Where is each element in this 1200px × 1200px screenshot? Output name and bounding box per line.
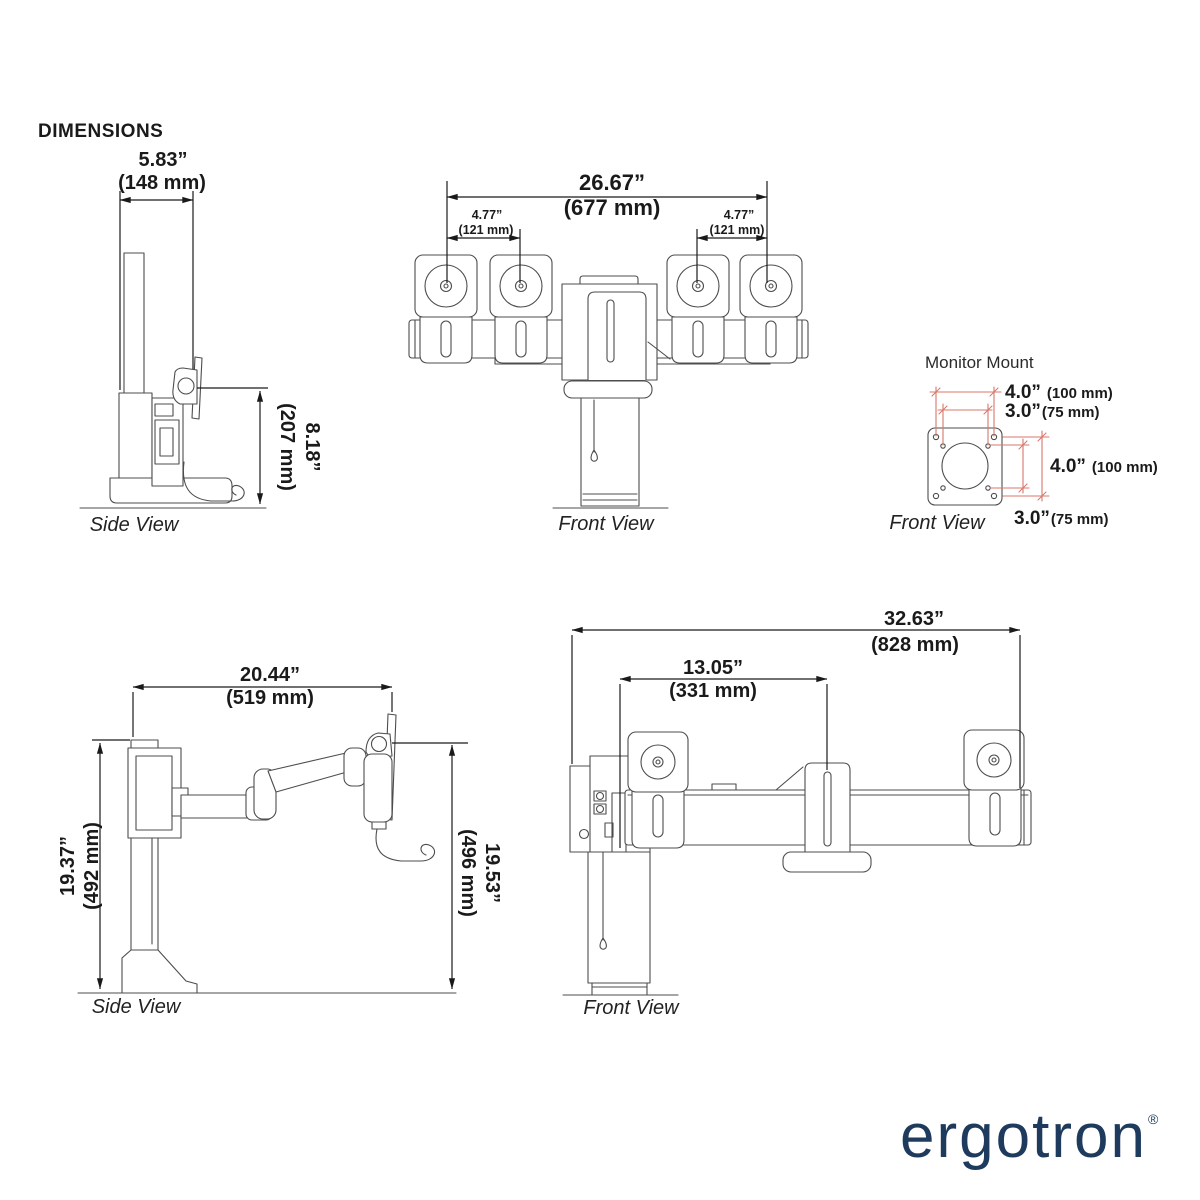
- base-column: [118, 392, 153, 479]
- top-side-view: 5.83” (148 mm) (207 mm) 8.18” Side View: [79, 149, 323, 536]
- mount-brackets: [419, 316, 798, 364]
- top-front-view-dimensions: 26.67” (677 mm) 4.77” (121 mm) 4.77” (12…: [446, 170, 768, 283]
- bottom-front-view-drawing: [562, 729, 1032, 996]
- page-title: DIMENSIONS: [38, 121, 163, 142]
- top-side-view-dimensions: 5.83” (148 mm) (207 mm) 8.18”: [118, 149, 323, 505]
- dim-left-height-in: 19.37”: [57, 836, 79, 896]
- top-front-view: 26.67” (677 mm) 4.77” (121 mm) 4.77” (12…: [408, 170, 809, 535]
- bottom-side-view: 20.44” (519 mm) 19.37” (492 mm) (496 mm)…: [57, 664, 503, 1018]
- monitor-mount-title: Monitor Mount: [925, 353, 1034, 372]
- dim-center-in: 13.05”: [683, 657, 743, 679]
- dim-depth-mm: (519 mm): [226, 687, 314, 709]
- riser-collar: [782, 851, 872, 873]
- monitor-mount-plate: [927, 427, 1003, 506]
- center-housing: [561, 275, 671, 381]
- vesa-dimension-lines: [929, 386, 1050, 502]
- pole: [123, 252, 145, 394]
- dim-right-offset-in: 4.77”: [724, 208, 755, 222]
- bottom-side-view-drawing: [77, 713, 457, 994]
- vesa-plates: [627, 729, 1025, 793]
- dim-width-in: 5.83”: [139, 149, 188, 171]
- top-front-view-drawing: [408, 254, 809, 509]
- pull-pin: [599, 937, 607, 950]
- dim-depth-in: 20.44”: [240, 664, 300, 686]
- lower-arm: [180, 794, 251, 819]
- cable-hook: [182, 461, 245, 502]
- dim-overall-in: 26.67”: [579, 170, 645, 195]
- mount-head: [363, 753, 393, 823]
- bottom-side-view-dimensions: 20.44” (519 mm) 19.37” (492 mm) (496 mm)…: [57, 664, 503, 990]
- monitor-mount-detail: Monitor Mount 4: [889, 353, 1157, 534]
- column: [587, 851, 651, 984]
- dim-overall-mm: (677 mm): [564, 195, 661, 220]
- cable-hook: [375, 828, 436, 862]
- mount-brackets: [631, 787, 1022, 849]
- brand-logo: ergotron ®: [900, 1102, 1159, 1171]
- bottom-front-view-dimensions: 32.63” (828 mm) 13.05” (331 mm): [571, 608, 1021, 848]
- top-side-view-label: Side View: [90, 514, 180, 536]
- dim-left-offset-in: 4.77”: [472, 208, 503, 222]
- wrist-joint: [343, 747, 367, 787]
- pivot: [370, 735, 388, 753]
- column-foot: [591, 982, 648, 996]
- base-foot: [121, 949, 198, 994]
- bottom-side-view-label: Side View: [92, 996, 182, 1018]
- dim-width-mm: (148 mm): [118, 172, 206, 194]
- top-front-view-label: Front View: [558, 513, 655, 535]
- dim-left-height-mm: (492 mm): [81, 822, 103, 910]
- vesa-right: 4.0”(100 mm): [1050, 456, 1158, 477]
- collar: [563, 380, 653, 399]
- monitor-mount-view-label: Front View: [889, 512, 986, 534]
- vesa-plates: [414, 254, 803, 318]
- pivot: [177, 377, 195, 395]
- dim-right-height-mm: (496 mm): [457, 829, 479, 917]
- dim-right-height-in: 19.53”: [481, 843, 503, 903]
- vesa-bottom: 3.0”(75 mm): [1014, 508, 1108, 529]
- dim-overall-mm: (828 mm): [871, 634, 959, 656]
- bottom-front-view: 32.63” (828 mm) 13.05” (331 mm) Front Vi…: [562, 608, 1032, 1019]
- top-side-view-drawing: [79, 252, 267, 509]
- dim-center-mm: (331 mm): [669, 680, 757, 702]
- dim-height-in: 8.18”: [301, 423, 323, 472]
- brand-name: ergotron: [900, 1102, 1147, 1171]
- elbow-joint: [253, 768, 277, 820]
- registered-mark: ®: [1148, 1111, 1159, 1127]
- dim-right-offset-mm: (121 mm): [710, 223, 765, 237]
- upper-arm: [267, 752, 355, 793]
- vesa-dimension-labels: 4.0”(100 mm) 3.0”(75 mm) 4.0”(100 mm) 3.…: [1005, 382, 1158, 529]
- vesa-top-inner: 3.0”(75 mm): [1005, 401, 1099, 422]
- bottom-front-view-label: Front View: [583, 997, 680, 1019]
- dim-overall-in: 32.63”: [884, 608, 944, 630]
- dim-left-offset-mm: (121 mm): [459, 223, 514, 237]
- riser-column: [580, 397, 640, 507]
- pull-pin: [590, 449, 598, 462]
- dim-height-mm: (207 mm): [276, 403, 298, 491]
- vesa-top-outer: 4.0”(100 mm): [1005, 382, 1113, 403]
- lift-carriage: [151, 397, 184, 487]
